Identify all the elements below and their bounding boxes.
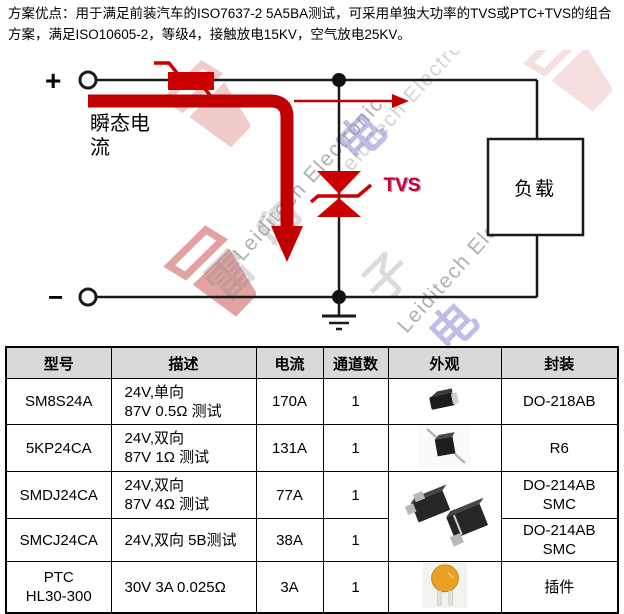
current-cell: 77A (255, 471, 324, 519)
current-cell: 131A (255, 424, 324, 472)
appearance-cell (387, 378, 502, 425)
minus-terminal-label: − (48, 282, 63, 312)
header-package: 封装 (500, 346, 619, 379)
model-cell: SMCJ24CA (5, 518, 112, 562)
transient-current-label-line2: 流 (90, 136, 110, 159)
axial-r6-photo (418, 425, 471, 467)
current-cell: 170A (255, 378, 324, 425)
intro-line-2: 方案，满足ISO10605-2，等级4，接触放电15KV，空气放电25KV。 (8, 27, 411, 42)
intro-line-1: 方案优点：用于满足前装汽车的ISO7637-2 5A5BA测试，可采用单独大功率… (8, 6, 612, 21)
header-current: 电流 (255, 346, 324, 379)
channels-cell: 1 (322, 471, 389, 519)
channels-cell: 1 (322, 378, 389, 425)
plus-terminal (78, 70, 98, 90)
header-model: 型号 (5, 346, 112, 379)
appearance-cell (387, 471, 502, 562)
smd-do218ab-photo (428, 387, 459, 410)
package-cell: R6 (500, 424, 619, 472)
channels-cell: 1 (322, 561, 389, 614)
ground-symbol (322, 297, 356, 331)
header-channels: 通道数 (322, 346, 389, 379)
current-cell: 3A (255, 561, 324, 614)
table-header-row: 型号 描述 电流 通道数 外观 封装 (5, 346, 619, 379)
tvs-protection-circuit-diagram: 雷 卯 电 子 电 Leiditech Electronic Leiditech… (0, 50, 624, 347)
load-label: 负载 (514, 178, 556, 200)
appearance-cell (387, 424, 502, 472)
ptc-disc-photo (422, 562, 467, 608)
load-box (486, 137, 585, 237)
package-cell: DO-218AB (500, 378, 619, 425)
plus-terminal-label: + (45, 65, 61, 96)
tvs-label-shadow: TVS (385, 176, 422, 197)
header-description: 描述 (110, 346, 257, 379)
channels-cell: 1 (322, 518, 389, 562)
transient-current-arrow (88, 94, 303, 262)
smc-packages-photo (404, 483, 488, 547)
circuit-schematic: + − TVS TVS (45, 61, 585, 331)
model-cell: SM8S24A (5, 378, 112, 425)
appearance-cell (387, 561, 502, 614)
header-appearance: 外观 (387, 346, 502, 379)
channels-cell: 1 (322, 424, 389, 472)
current-cell: 38A (255, 518, 324, 562)
model-cell: 5KP24CA (5, 424, 112, 472)
transient-current-label-line1: 瞬态电 (90, 112, 150, 135)
top-junction-dot (332, 73, 346, 87)
solution-advantage-text: 方案优点：用于满足前装汽车的ISO7637-2 5A5BA测试，可采用单独大功率… (8, 3, 624, 45)
minus-terminal (78, 287, 98, 307)
tvs-label: TVS (384, 175, 421, 196)
package-cell: 插件 (500, 561, 619, 614)
model-cell: SMDJ24CA (5, 471, 112, 519)
load-current-arrow (294, 94, 409, 108)
description-cell: 24V,双向 5B测试 (110, 518, 257, 562)
tvs-diode-symbol (309, 171, 373, 217)
description-cell: 30V 3A 0.025Ω (110, 561, 257, 614)
